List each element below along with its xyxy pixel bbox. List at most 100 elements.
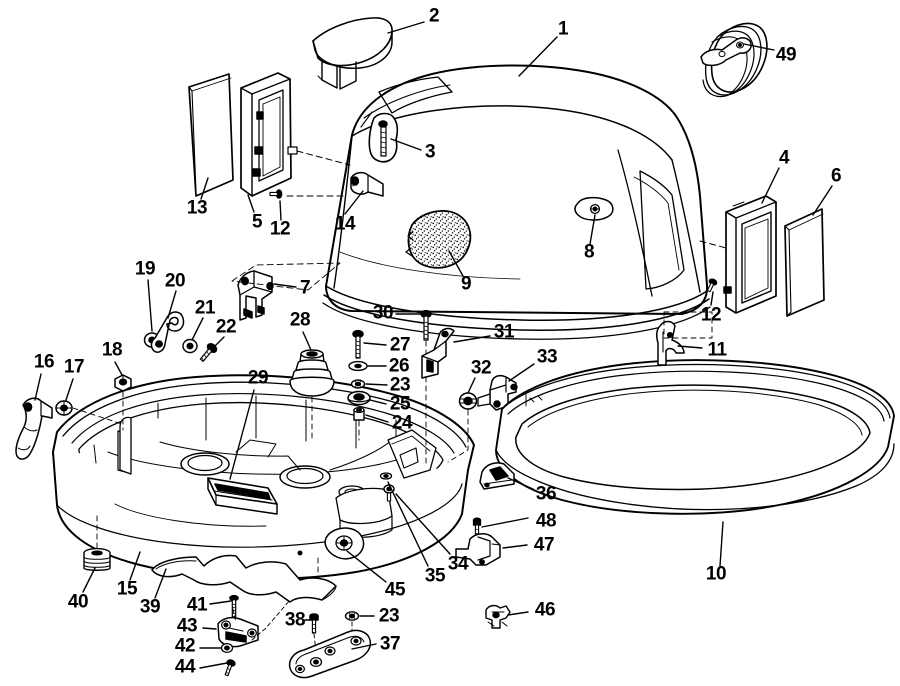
- leader-8: [589, 214, 596, 245]
- part-21-pivot-washer: [182, 338, 198, 354]
- callout-18[interactable]: 18: [101, 339, 123, 361]
- callout-15[interactable]: 15: [116, 578, 138, 600]
- leader-45: [346, 550, 387, 583]
- part-15-lower-pan: [52, 374, 475, 580]
- leader-20: [167, 290, 177, 319]
- leader-3: [390, 138, 422, 151]
- callout-38[interactable]: 38: [284, 609, 306, 631]
- callout-12-right[interactable]: 12: [700, 304, 722, 326]
- leader-29: [229, 389, 255, 480]
- part-1-upper-engine-cover: [322, 64, 711, 340]
- callout-1[interactable]: 1: [557, 18, 569, 40]
- part-35-pan-mount-washer: [379, 472, 393, 480]
- callout-23-upper[interactable]: 23: [389, 374, 411, 396]
- callout-22[interactable]: 22: [215, 316, 237, 338]
- part-36-seal-retainer-clip: [479, 462, 515, 490]
- callout-9[interactable]: 9: [460, 273, 472, 295]
- callout-41[interactable]: 41: [186, 594, 208, 616]
- callout-45[interactable]: 45: [384, 579, 406, 601]
- leader-36: [507, 477, 534, 490]
- leader-32: [467, 377, 476, 394]
- part-17-spring-washer: [55, 400, 73, 416]
- callout-47[interactable]: 47: [533, 534, 555, 556]
- align-dash-17: [72, 407, 123, 425]
- callout-14[interactable]: 14: [334, 213, 356, 235]
- callout-5[interactable]: 5: [251, 211, 263, 233]
- part-10-seal-gasket: [495, 359, 895, 515]
- callout-19[interactable]: 19: [134, 258, 156, 280]
- callout-30[interactable]: 30: [372, 302, 394, 324]
- callout-35[interactable]: 35: [424, 565, 446, 587]
- callout-6[interactable]: 6: [830, 165, 842, 187]
- callout-2[interactable]: 2: [428, 5, 440, 27]
- callout-12-left[interactable]: 12: [269, 218, 291, 240]
- leader-33: [508, 363, 535, 382]
- part-49-coiled-lead: [700, 22, 768, 98]
- part-29-vent-grille: [207, 477, 278, 515]
- part-12-right-screw: [706, 278, 718, 293]
- callout-25[interactable]: 25: [389, 393, 411, 415]
- leader-14: [344, 190, 364, 215]
- callout-37[interactable]: 37: [379, 633, 401, 655]
- leader-35: [387, 481, 429, 567]
- leader-44: [199, 662, 228, 669]
- callout-43[interactable]: 43: [176, 615, 198, 637]
- part-37-lower-mounting-bracket: [288, 629, 372, 679]
- leader-39: [154, 568, 167, 599]
- part-7-upper-latch-bracket: [237, 270, 274, 321]
- callout-42[interactable]: 42: [174, 635, 196, 657]
- leader-40: [82, 567, 96, 593]
- callout-24[interactable]: 24: [391, 412, 413, 434]
- callout-32[interactable]: 32: [470, 357, 492, 379]
- part-24-bushing: [353, 406, 365, 421]
- callout-20[interactable]: 20: [164, 270, 186, 292]
- callout-26[interactable]: 26: [388, 355, 410, 377]
- leader-15: [129, 551, 141, 581]
- callout-29[interactable]: 29: [247, 367, 269, 389]
- callout-34[interactable]: 34: [447, 553, 469, 575]
- callout-23-lower[interactable]: 23: [378, 605, 400, 627]
- leader-1: [518, 36, 558, 77]
- callout-36[interactable]: 36: [535, 483, 557, 505]
- callout-21[interactable]: 21: [194, 297, 216, 319]
- leader-7: [273, 283, 297, 288]
- leader-31: [453, 335, 491, 343]
- part-33-rear-latch-lever: [477, 374, 518, 411]
- callout-46[interactable]: 46: [534, 599, 556, 621]
- leader-4: [761, 167, 780, 204]
- part-6-starboard-decal: [784, 208, 825, 317]
- callout-40[interactable]: 40: [67, 591, 89, 613]
- callout-31[interactable]: 31: [493, 321, 515, 343]
- leader-12-right: [710, 291, 714, 306]
- callout-33[interactable]: 33: [536, 346, 558, 368]
- leader-17: [65, 378, 74, 401]
- part-11-rear-hook-bracket: [655, 320, 685, 366]
- callout-16[interactable]: 16: [33, 351, 55, 373]
- leader-11: [677, 345, 703, 349]
- callout-44[interactable]: 44: [174, 656, 196, 678]
- callout-11[interactable]: 11: [707, 339, 727, 361]
- part-38-bracket-screw: [309, 613, 319, 634]
- callout-28[interactable]: 28: [289, 309, 311, 331]
- align-dash-5: [296, 150, 351, 166]
- part-48-hook-screw: [472, 517, 482, 538]
- part-42-hinge-washer: [220, 642, 234, 654]
- align-dash-41: [232, 608, 237, 623]
- part-14-latch-lever: [350, 171, 384, 197]
- callout-17[interactable]: 17: [63, 356, 85, 378]
- callout-3[interactable]: 3: [424, 141, 436, 163]
- callout-48[interactable]: 48: [535, 510, 557, 532]
- part-30-bracket-bolt: [420, 309, 432, 341]
- callout-27[interactable]: 27: [389, 334, 411, 356]
- callout-7[interactable]: 7: [299, 277, 311, 299]
- leader-16: [34, 373, 42, 401]
- leader-25: [369, 399, 387, 405]
- callout-8[interactable]: 8: [583, 241, 595, 263]
- callout-39[interactable]: 39: [139, 596, 161, 618]
- callout-13[interactable]: 13: [186, 197, 208, 219]
- callout-10[interactable]: 10: [705, 563, 727, 585]
- callout-4[interactable]: 4: [778, 147, 790, 169]
- callout-49[interactable]: 49: [775, 44, 797, 66]
